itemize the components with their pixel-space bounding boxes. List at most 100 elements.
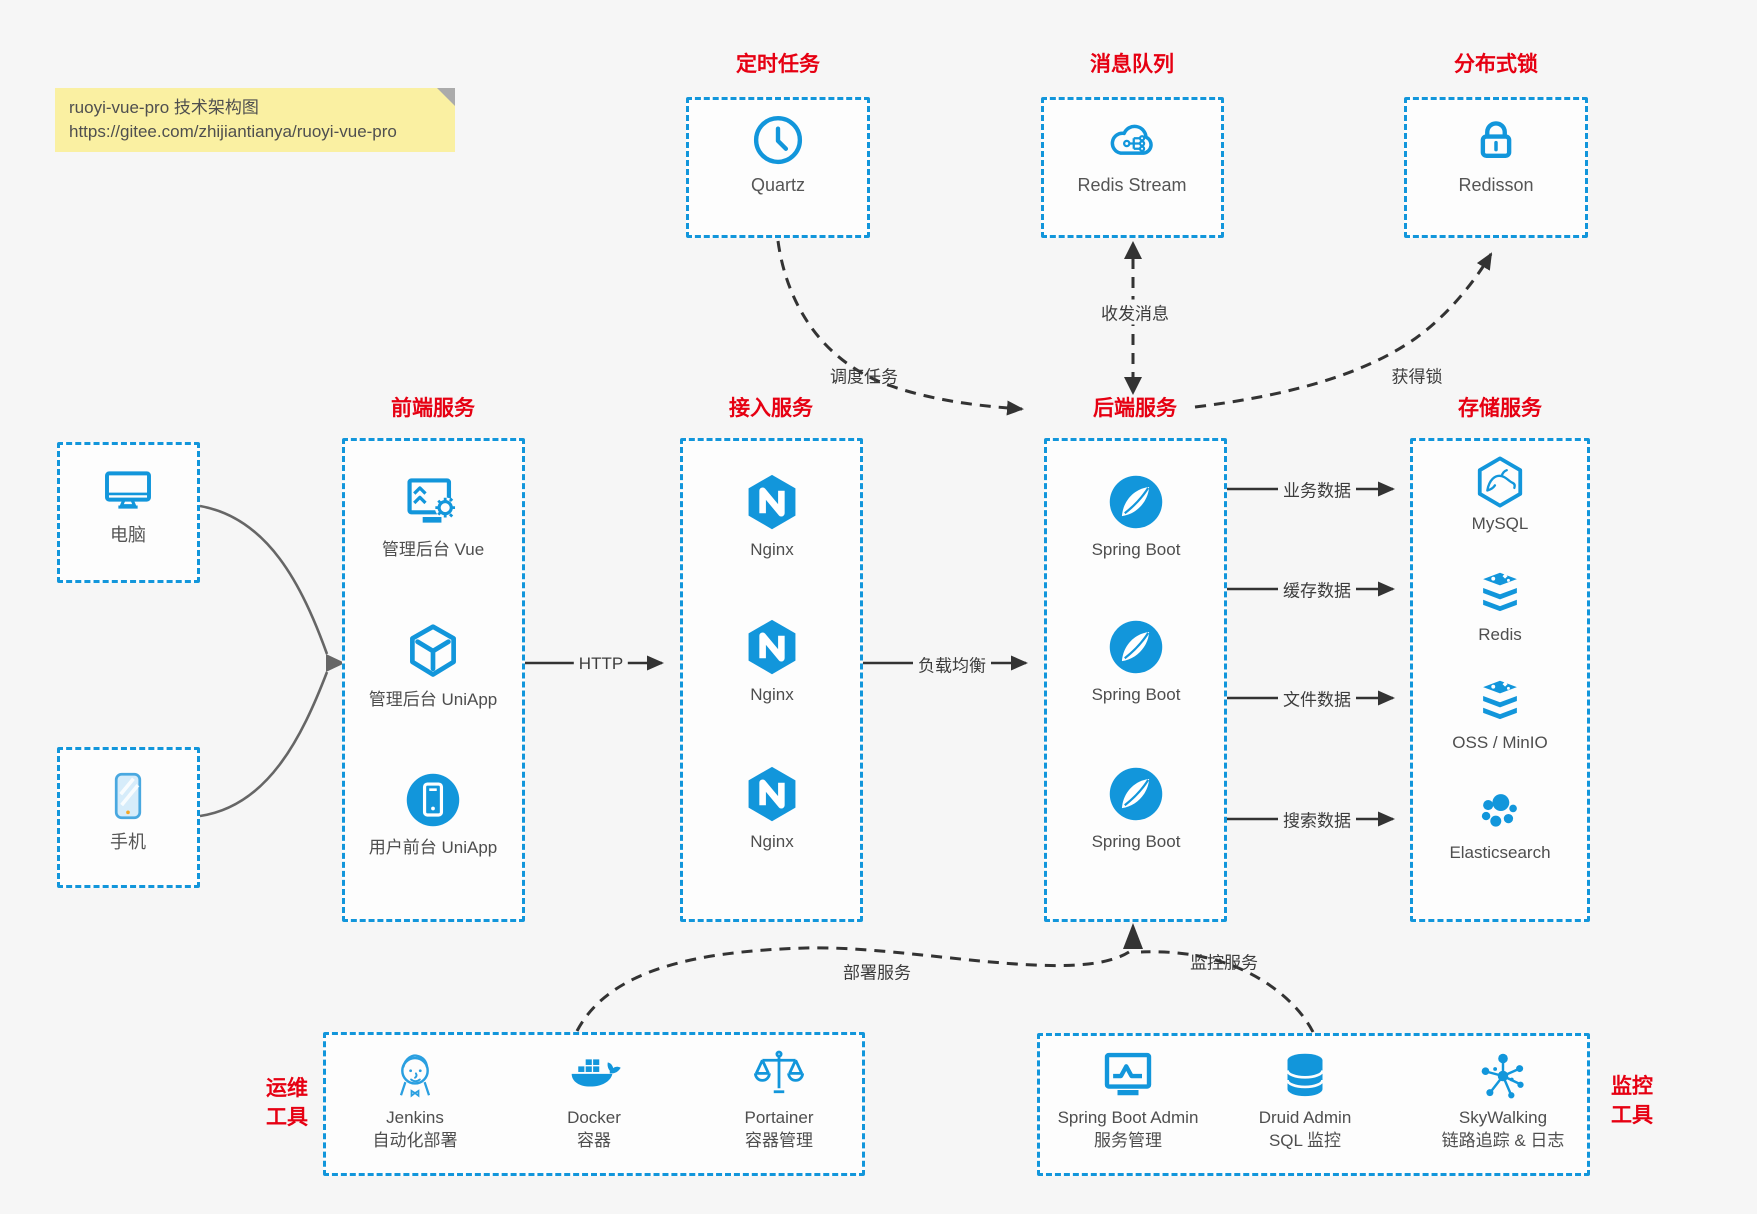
clock-icon [750,112,806,168]
oss-minio-label: OSS / MinIO [1452,733,1548,752]
nginx-item: Nginx [687,764,857,853]
elasticsearch-icon [1473,784,1527,838]
skywalking-sublabel: 链路追踪 & 日志 [1441,1131,1565,1150]
cloud-share-icon [1104,112,1160,168]
quartz-label: Quartz [750,175,806,195]
admin-uniapp-item: 管理后台 UniApp [348,622,518,711]
admin-vue-item: 管理后台 Vue [348,472,518,561]
skywalking-icon [1475,1048,1531,1104]
portainer-icon [751,1048,807,1104]
docker-label: Docker [567,1108,621,1127]
jenkins-sublabel: 自动化部署 [372,1131,458,1150]
cache-data-label: 缓存数据 [1278,576,1356,602]
message-arrowhead-down [1124,377,1142,395]
http-label: HTTP [573,654,629,674]
user-uniapp-item: 用户前台 UniApp [348,770,518,859]
backend-bottom-arrowhead [1123,923,1143,949]
spring-boot-item: Spring Boot [1051,764,1221,853]
admin-vue-label: 管理后台 Vue [381,540,485,559]
quartz-item: Quartz [693,112,863,197]
smartphone-icon [99,767,157,825]
nginx-icon [742,617,802,677]
phone-item: 手机 [68,767,188,854]
admin-uniapp-label: 管理后台 UniApp [368,690,498,709]
redis-item: Redis [1415,566,1585,646]
lock-icon [1468,112,1524,168]
oss-minio-item: OSS / MinIO [1415,674,1585,754]
quartz-box [686,97,870,238]
spring-boot-label: Spring Boot [1091,540,1181,559]
title-monitor-tools: 监控 工具 [1611,1075,1653,1127]
redis-stack-icon [1473,566,1527,620]
nginx-icon [742,472,802,532]
schedule-task-label: 调度任务 [830,367,898,387]
redis-stream-label: Redis Stream [1077,175,1187,195]
redis-label: Redis [1478,625,1522,644]
spring-boot-admin-item: Spring Boot Admin 服务管理 [1033,1048,1223,1152]
note-fold-corner [437,88,455,106]
spring-boot-icon [1106,617,1166,677]
acquire-lock-label: 获得锁 [1391,367,1443,387]
search-data-label: 搜索数据 [1278,806,1356,832]
docker-icon [566,1048,622,1104]
file-data-label: 文件数据 [1278,685,1356,711]
spring-boot-icon [1106,472,1166,532]
acquire-lock-curve [1194,252,1493,409]
druid-icon [1277,1048,1333,1104]
redisson-item: Redisson [1411,112,1581,197]
schedule-task-curve [776,240,1024,416]
nginx-item: Nginx [687,617,857,706]
desktop-box [57,442,200,583]
storage-box [1410,438,1590,922]
redis-stream-item: Redis Stream [1047,112,1217,197]
mysql-item: MySQL [1415,455,1585,535]
nginx-label: Nginx [750,832,794,851]
monitor-label: 监控服务 [1190,953,1258,973]
title-distributed-lock: 分布式锁 [1454,53,1538,76]
docker-item: Docker 容器 [504,1048,684,1152]
elasticsearch-label: Elasticsearch [1449,843,1551,862]
business-data-label: 业务数据 [1278,476,1356,502]
title-gateway: 接入服务 [729,397,813,420]
load-balance-label: 负载均衡 [913,651,991,677]
spring-boot-label: Spring Boot [1091,832,1181,851]
note-url: https://gitee.com/zhijiantianya/ruoyi-vu… [69,122,397,141]
spring-boot-icon [1106,764,1166,824]
title-backend: 后端服务 [1093,397,1177,420]
druid-sublabel: SQL 监控 [1268,1131,1342,1150]
redisson-label: Redisson [1458,175,1534,195]
admin-vue-icon [403,472,463,532]
druid-label: Druid Admin [1258,1108,1352,1127]
user-uniapp-label: 用户前台 UniApp [368,838,498,857]
skywalking-label: SkyWalking [1458,1108,1548,1127]
title-storage: 存储服务 [1458,397,1542,420]
user-uniapp-icon [403,770,463,830]
spring-boot-item: Spring Boot [1051,472,1221,561]
redisson-box [1404,97,1588,238]
desktop-item: 电脑 [68,462,188,547]
deploy-label: 部署服务 [838,958,916,984]
message-arrowhead-up [1124,241,1142,259]
docker-sublabel: 容器 [577,1131,611,1150]
druid-item: Druid Admin SQL 监控 [1210,1048,1400,1152]
desktop-label: 电脑 [110,525,146,545]
phone-label: 手机 [110,832,146,852]
mysql-label: MySQL [1471,514,1529,533]
redis-stream-box [1041,97,1224,238]
client-to-frontend-curves [199,504,329,818]
storage-stack-icon [1473,674,1527,728]
title-scheduled-task: 定时任务 [736,53,820,76]
desktop-icon [100,462,156,518]
nginx-icon [742,764,802,824]
title-message-queue: 消息队列 [1090,53,1174,76]
jenkins-label: Jenkins [386,1108,444,1127]
jenkins-icon [387,1048,443,1104]
portainer-sublabel: 容器管理 [745,1131,813,1150]
skywalking-item: SkyWalking 链路追踪 & 日志 [1408,1048,1598,1152]
sba-label: Spring Boot Admin [1057,1108,1199,1127]
jenkins-item: Jenkins 自动化部署 [325,1048,505,1152]
sba-sublabel: 服务管理 [1094,1131,1162,1150]
portainer-item: Portainer 容器管理 [689,1048,869,1152]
message-label: 收发消息 [1096,299,1174,325]
